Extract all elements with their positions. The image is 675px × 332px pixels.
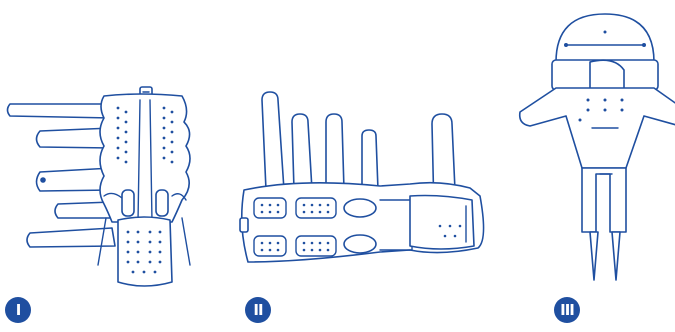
hand-orthosis-side-view-icon [239, 91, 485, 263]
figure-label-1: I [5, 297, 31, 323]
hand-orthosis-palmar-view-icon [6, 86, 191, 287]
figure-label-3: III [554, 297, 580, 323]
figure-label-2: II [245, 297, 271, 323]
hand-orthosis-flat-pattern-icon [518, 13, 675, 281]
